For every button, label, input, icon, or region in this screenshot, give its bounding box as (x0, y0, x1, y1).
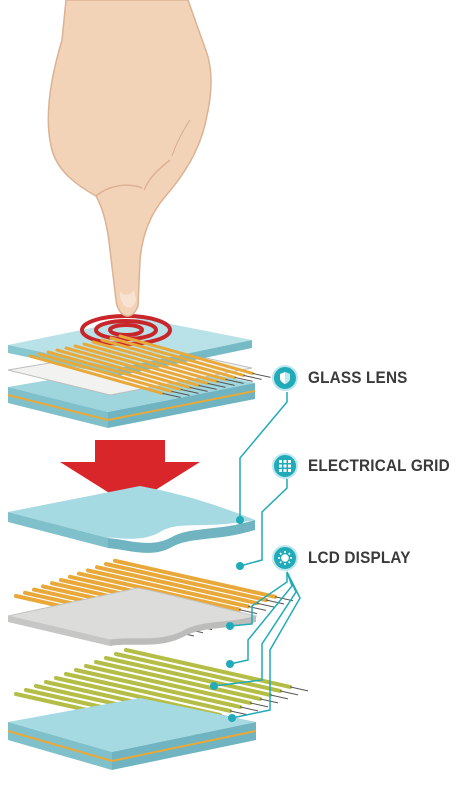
lcd-display-layer (7, 587, 258, 646)
assembled-wire (46, 350, 183, 391)
sensor-wire-lead (249, 702, 269, 708)
lcd-display-label: LCD DISPLAY (308, 548, 411, 567)
sensor-wire (84, 664, 252, 705)
connector-dots (210, 516, 244, 722)
assembled-wire-lead (234, 376, 253, 382)
assembled-wire-lead (162, 392, 181, 398)
connector-lines (213, 392, 301, 719)
sun-icon (272, 545, 298, 571)
assembled-stack (7, 314, 271, 428)
assembled-wire (91, 340, 228, 381)
glass-lens-label: GLASS LENS (308, 368, 408, 387)
electrical-grid-callout: ELECTRICAL GRID (272, 452, 462, 480)
assembled-wire (55, 348, 192, 389)
sensor-wire-lead (259, 698, 279, 704)
sensor-wire-lead (289, 686, 309, 692)
grid-wire-lead (265, 599, 285, 605)
grid-wire (77, 571, 241, 612)
assembled-wire (37, 352, 174, 393)
assembled-wire (109, 336, 246, 377)
assembled-wire (73, 344, 210, 385)
sensor-wire-lead (229, 710, 249, 716)
glass-lens-layer (8, 486, 255, 553)
grid-icon (272, 453, 298, 479)
assembled-wire-lead (243, 374, 262, 380)
assembled-wire (100, 338, 237, 379)
down-arrow (60, 440, 200, 506)
grid-wire-lead (247, 605, 267, 611)
sensor-wire (64, 672, 232, 713)
sensor-wire (94, 660, 262, 701)
sensor-wire (124, 648, 292, 689)
sensor-wire-lead (239, 706, 259, 712)
assembled-wire-lead (216, 380, 235, 386)
sensor-wire-lead (279, 690, 299, 696)
assembled-wire-lead (225, 378, 244, 384)
electrical-grid-label: ELECTRICAL GRID (308, 456, 450, 475)
sensor-wire (54, 676, 222, 717)
assembled-wire-lead (189, 386, 208, 392)
assembled-wire (28, 354, 165, 395)
grid-wire (95, 565, 259, 606)
grid-wire (86, 568, 250, 609)
sensor-wire (114, 652, 282, 693)
pointing-hand (47, 0, 212, 317)
base-glass-layer (7, 698, 257, 770)
assembled-wire (118, 334, 255, 375)
grid-wire (113, 558, 277, 599)
assembled-wire-lead (198, 384, 217, 390)
grid-wire-lead (238, 609, 258, 615)
assembled-wire-lead (180, 388, 199, 394)
lcd-display-callout: LCD DISPLAY (272, 544, 422, 572)
sensor-wire (104, 656, 272, 697)
glass-lens-callout: GLASS LENS (272, 364, 419, 392)
assembled-wire (82, 342, 219, 383)
assembled-wire (64, 346, 201, 387)
sensor-wire (74, 668, 242, 709)
assembled-grid-wires (28, 334, 271, 398)
grid-wire-lead (256, 602, 276, 608)
shield-icon (272, 365, 298, 391)
assembled-wire-lead (207, 382, 226, 388)
grid-wire (104, 562, 268, 602)
assembled-wire-lead (252, 372, 271, 378)
assembled-wire-lead (171, 390, 190, 396)
sensor-wire-lead (269, 694, 289, 700)
